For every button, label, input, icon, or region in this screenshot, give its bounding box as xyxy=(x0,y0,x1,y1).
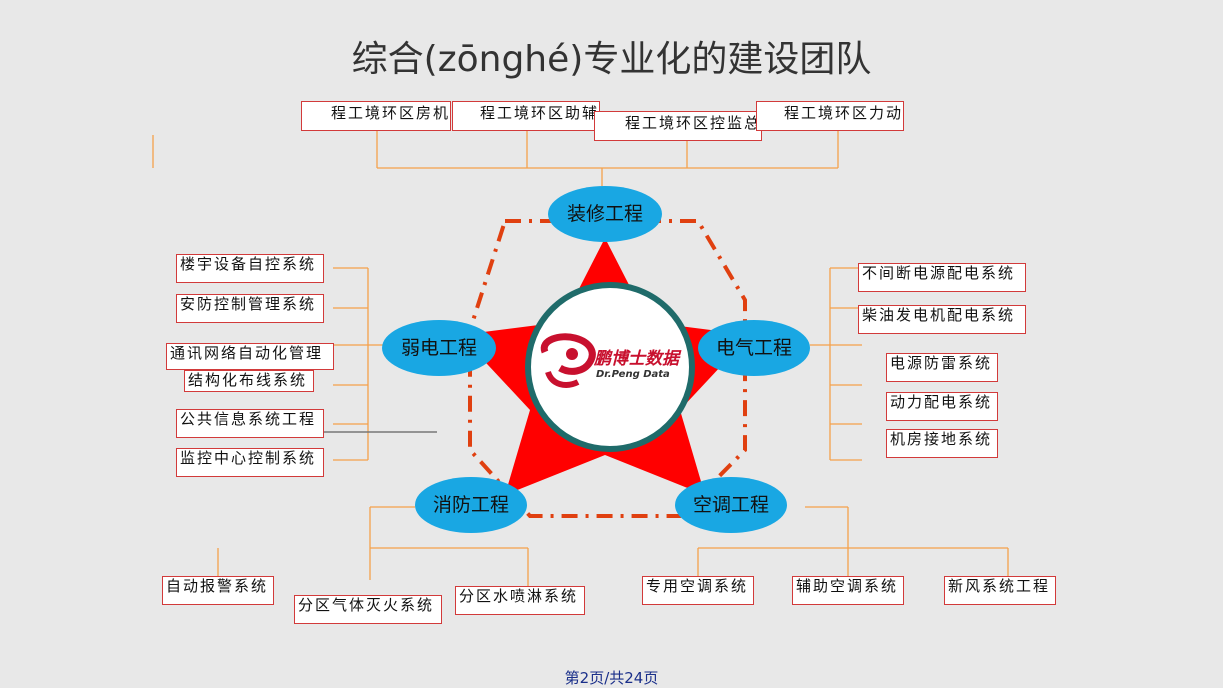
hvac-box-3: 新风系统工程 xyxy=(944,576,1056,605)
right-box-4: 动力配电系统 xyxy=(886,392,998,421)
node-hvac: 空调工程 xyxy=(675,477,787,533)
node-fire-label: 消防工程 xyxy=(432,494,509,516)
fire-box-1: 自动报警系统 xyxy=(162,576,274,605)
node-fire: 消防工程 xyxy=(415,477,527,533)
left-box-6: 监控中心控制系统 xyxy=(176,448,324,477)
node-weak-current: 弱电工程 xyxy=(382,320,496,376)
logo-cn-text: 鹏博士数据 xyxy=(593,349,682,369)
left-box-1: 楼宇设备自控系统 xyxy=(176,254,324,283)
node-electrical-label: 电气工程 xyxy=(715,337,792,359)
node-decoration-label: 装修工程 xyxy=(566,203,643,225)
slide-title: 综合(zōnghé)专业化的建设团队 xyxy=(351,39,872,80)
node-electrical: 电气工程 xyxy=(698,320,810,376)
fire-box-3: 分区水喷淋系统 xyxy=(455,586,585,615)
right-box-3: 电源防雷系统 xyxy=(886,353,998,382)
page-indicator: 第2页/共24页 xyxy=(564,669,659,687)
top-box-3: 总监控区环境工程 xyxy=(594,111,762,141)
hvac-box-1: 专用空调系统 xyxy=(642,576,754,605)
logo-mark xyxy=(540,333,596,388)
left-connectors xyxy=(333,267,383,461)
logo-en-text: Dr.Peng Data xyxy=(596,369,670,380)
left-box-2: 安防控制管理系统 xyxy=(176,294,324,323)
fire-box-2: 分区气体灭火系统 xyxy=(294,595,442,624)
left-box-3: 通讯网络自动化管理 xyxy=(166,343,334,370)
top-connectors xyxy=(152,131,839,186)
hvac-box-2: 辅助空调系统 xyxy=(792,576,904,605)
fire-connectors xyxy=(217,506,529,586)
node-decoration: 装修工程 xyxy=(548,186,662,242)
left-box-5: 公共信息系统工程 xyxy=(176,409,324,438)
right-box-2: 柴油发电机配电系统 xyxy=(858,305,1026,334)
top-box-4: 动力区环境工程 xyxy=(756,101,904,131)
hvac-connectors xyxy=(697,506,1009,576)
top-box-1: 机房区环境工程 xyxy=(301,101,451,131)
node-weak-current-label: 弱电工程 xyxy=(400,337,477,359)
node-hvac-label: 空调工程 xyxy=(692,494,769,516)
left-box-4: 结构化布线系统 xyxy=(184,370,314,392)
right-connectors xyxy=(810,267,862,461)
top-box-2: 辅助区环境工程 xyxy=(452,101,600,131)
right-box-1: 不间断电源配电系统 xyxy=(858,263,1026,292)
right-box-5: 机房接地系统 xyxy=(886,429,998,458)
center-circle xyxy=(525,282,695,452)
